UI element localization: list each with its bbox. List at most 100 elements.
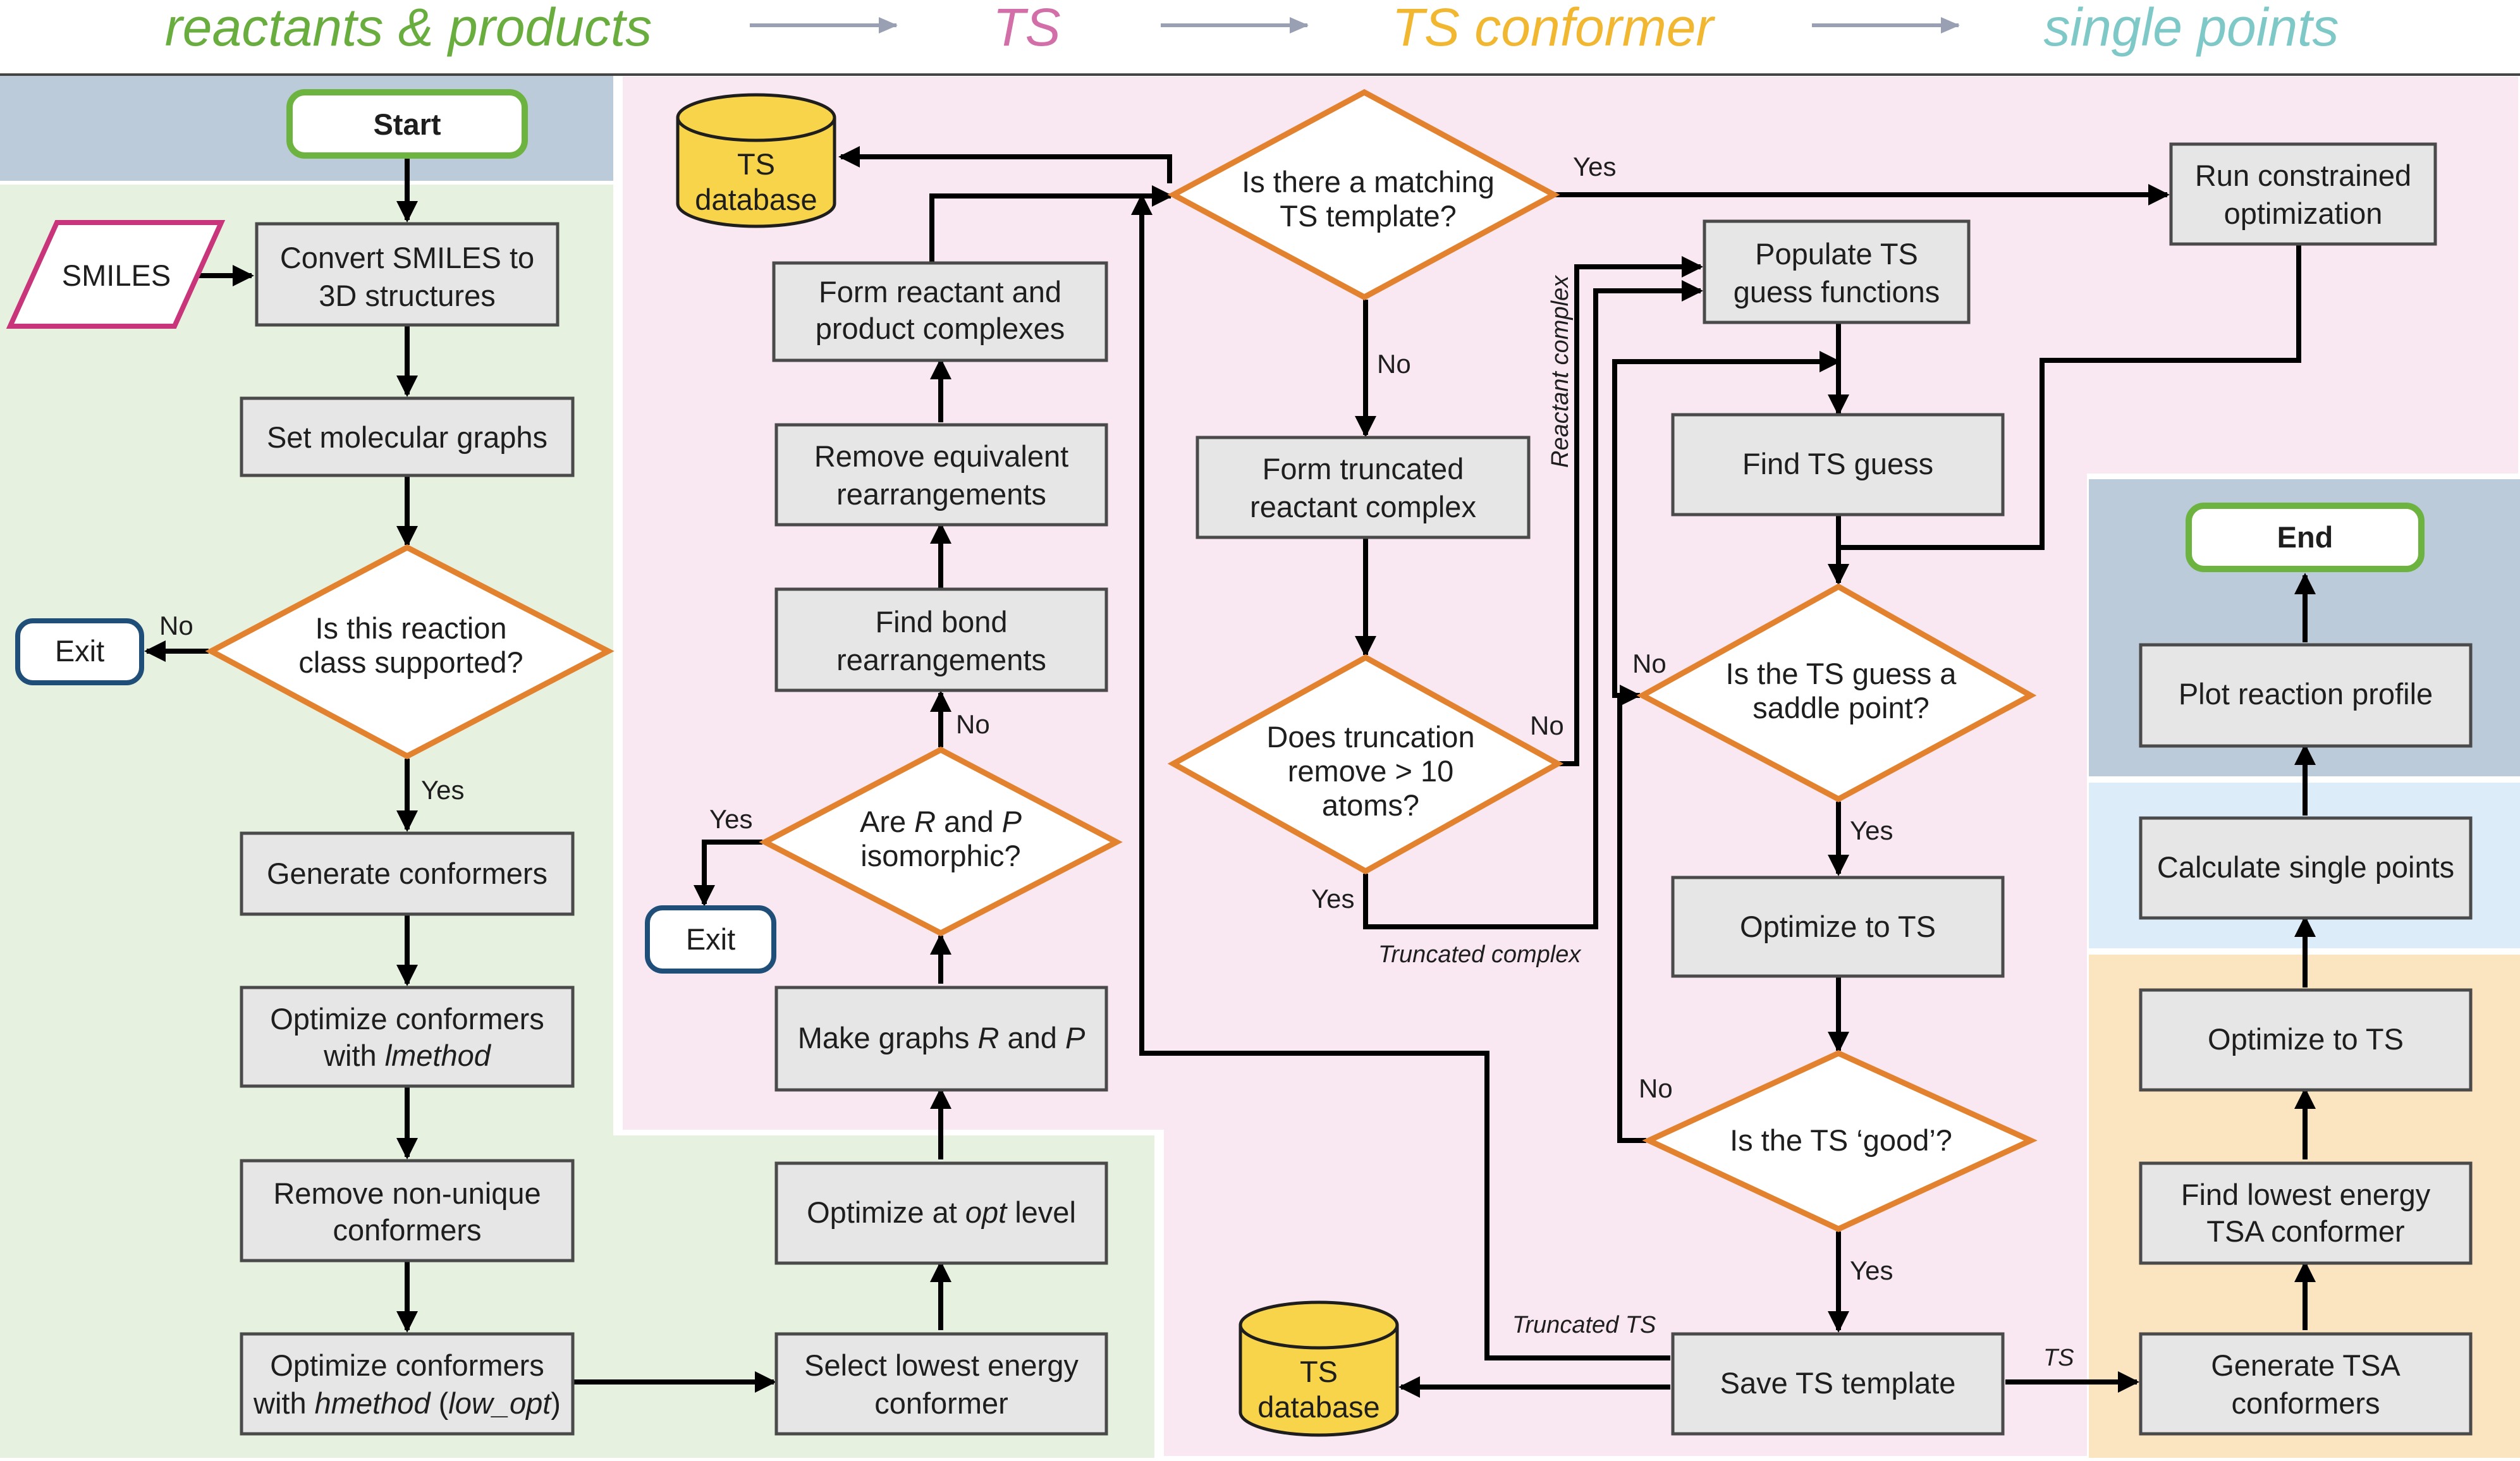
isomorphic-label-1: Are R and P [860, 805, 1022, 838]
ts-db-top-label-2: database [695, 183, 817, 216]
save-template-node: Save TS template [1671, 1332, 2005, 1436]
ts-db-top-label-1: TS [737, 147, 775, 181]
ts-db-bottom-label-2: database [1257, 1390, 1379, 1424]
saddle-label-1: Is the TS guess a [1726, 657, 1957, 690]
truncation-label-1: Does truncation [1266, 720, 1474, 754]
form-truncated-label-2: reactant complex [1250, 490, 1476, 523]
edge-truncation-populate-reactant [1559, 256, 1703, 766]
edge-db-matching [838, 146, 1172, 183]
label-no-supported: No [159, 611, 193, 640]
form-truncated-node: Form truncated reactant complex [1196, 436, 1531, 539]
set-graphs-label: Set molecular graphs [267, 420, 547, 454]
label-yes-good: Yes [1850, 1256, 1893, 1285]
select-lowest-label-1: Select lowest energy [804, 1348, 1079, 1382]
opt-hmethod-node: Optimize conformers with hmethod (low_op… [240, 1332, 575, 1436]
save-template-label: Save TS template [1720, 1366, 1956, 1400]
edge-truncation-populate-truncated [1363, 280, 1703, 929]
calc-single-label: Calculate single points [2157, 850, 2454, 884]
smiles-label: SMILES [62, 259, 171, 292]
isomorphic-label-2: isomorphic? [860, 839, 1020, 872]
plot-profile-node: Plot reaction profile [2139, 643, 2473, 748]
ts-database-bottom: TS database [1239, 1300, 1399, 1437]
edge-isomorphic-exit [694, 840, 762, 907]
smiles-input-node: SMILES [6, 220, 226, 329]
saddle-decision: Is the TS guess a saddle point? [1636, 583, 2037, 803]
select-lowest-node: Select lowest energy conformer [774, 1332, 1108, 1436]
label-yes-supported: Yes [421, 775, 465, 805]
find-bond-label-2: rearrangements [836, 643, 1046, 676]
exit-mid-node: Exit [645, 905, 776, 974]
select-lowest-label-2: conformer [874, 1386, 1008, 1420]
opt-lmethod-node: Optimize conformers with lmethod [240, 986, 575, 1088]
form-truncated-label-1: Form truncated [1263, 452, 1464, 486]
end-node: End [2186, 503, 2425, 572]
run-constrained-label-2: optimization [2224, 197, 2383, 230]
phase-conformer: TS conformer [1392, 0, 1716, 57]
label-no-isomorphic: No [956, 709, 990, 739]
label-yes-truncation: Yes [1311, 884, 1355, 914]
isomorphic-decision: Are R and P isomorphic? [759, 746, 1123, 937]
convert-label-1: Convert SMILES to [280, 241, 534, 274]
matching-decision: Is there a matching TS template? [1167, 89, 1560, 301]
optimize-ts-node: Optimize to TS [1671, 876, 2005, 978]
make-graphs-label: Make graphs R and P [798, 1021, 1086, 1054]
make-graphs-node: Make graphs R and P [774, 986, 1108, 1092]
gen-conformers-label: Generate conformers [267, 857, 547, 890]
region-reactants [0, 185, 1154, 1458]
edge-form-matching [929, 185, 1173, 263]
label-no-good: No [1639, 1073, 1673, 1103]
ts-database-top: TS database [676, 93, 836, 228]
gen-conformers-node: Generate conformers [240, 831, 575, 916]
populate-label-1: Populate TS [1755, 237, 1918, 271]
find-bond-label-1: Find bond [875, 605, 1007, 639]
populate-node: Populate TS guess functions [1703, 219, 1971, 324]
opt-hmethod-label-2: with hmethod (low_opt) [253, 1386, 561, 1420]
label-no-matching: No [1377, 349, 1411, 379]
gen-tsa-label-2: conformers [2231, 1386, 2380, 1420]
convert-label-2: 3D structures [319, 279, 495, 312]
label-no-saddle: No [1632, 649, 1667, 678]
start-node: Start [286, 89, 528, 159]
set-graphs-node: Set molecular graphs [240, 396, 575, 477]
remove-nonunique-label-2: conformers [333, 1213, 481, 1247]
run-constrained-label-1: Run constrained [2195, 159, 2411, 192]
matching-label-2: TS template? [1280, 199, 1457, 233]
label-no-truncation: No [1530, 711, 1564, 740]
saddle-label-2: saddle point? [1752, 691, 1930, 724]
find-bond-node: Find bond rearrangements [774, 587, 1108, 692]
form-complexes-label-2: product complexes [816, 312, 1065, 345]
find-lowest-tsa-node: Find lowest energy TSA conformer [2139, 1161, 2473, 1265]
gen-tsa-node: Generate TSA conformers [2139, 1332, 2473, 1436]
opt-hmethod-label-1: Optimize conformers [270, 1348, 544, 1382]
truncation-decision: Does truncation remove > 10 atoms? [1167, 654, 1564, 875]
ts-db-bottom-label-1: TS [1300, 1355, 1338, 1388]
edge-good-no-saddle [1617, 685, 1646, 1143]
calc-single-node: Calculate single points [2139, 816, 2473, 920]
exit-left-node: Exit [15, 618, 144, 685]
form-complexes-node: Form reactant and product complexes [772, 261, 1108, 362]
good-label: Is the TS ‘good’? [1730, 1123, 1952, 1157]
label-reactant-complex: Reactant complex [1547, 274, 1574, 468]
supported-label-2: class supported? [298, 645, 523, 679]
populate-label-2: guess functions [1734, 275, 1940, 309]
truncation-label-3: atoms? [1322, 788, 1419, 822]
convert-node: Convert SMILES to 3D structures [255, 222, 560, 327]
find-lowest-tsa-label-2: TSA conformer [2206, 1214, 2404, 1248]
run-constrained-node: Run constrained optimization [2169, 142, 2437, 246]
opt-lmethod-label-2: with lmethod [323, 1039, 492, 1072]
optimize-opt-label: Optimize at opt level [807, 1195, 1076, 1229]
label-truncated-ts: Truncated TS [1512, 1312, 1656, 1338]
optimize-opt-node: Optimize at opt level [774, 1161, 1108, 1265]
end-label: End [2277, 520, 2333, 554]
remove-nonunique-node: Remove non-unique conformers [240, 1159, 575, 1262]
remove-equiv-label-1: Remove equivalent [814, 439, 1068, 473]
optimize-ts-label: Optimize to TS [1740, 910, 1936, 943]
gen-tsa-label-1: Generate TSA [2211, 1348, 2401, 1382]
label-yes-matching: Yes [1573, 152, 1617, 181]
supported-decision: Is this reaction class supported? [205, 544, 615, 760]
find-ts-guess-label: Find TS guess [1742, 447, 1933, 480]
truncation-label-2: remove > 10 [1288, 754, 1454, 788]
phase-ts: TS [993, 0, 1060, 57]
